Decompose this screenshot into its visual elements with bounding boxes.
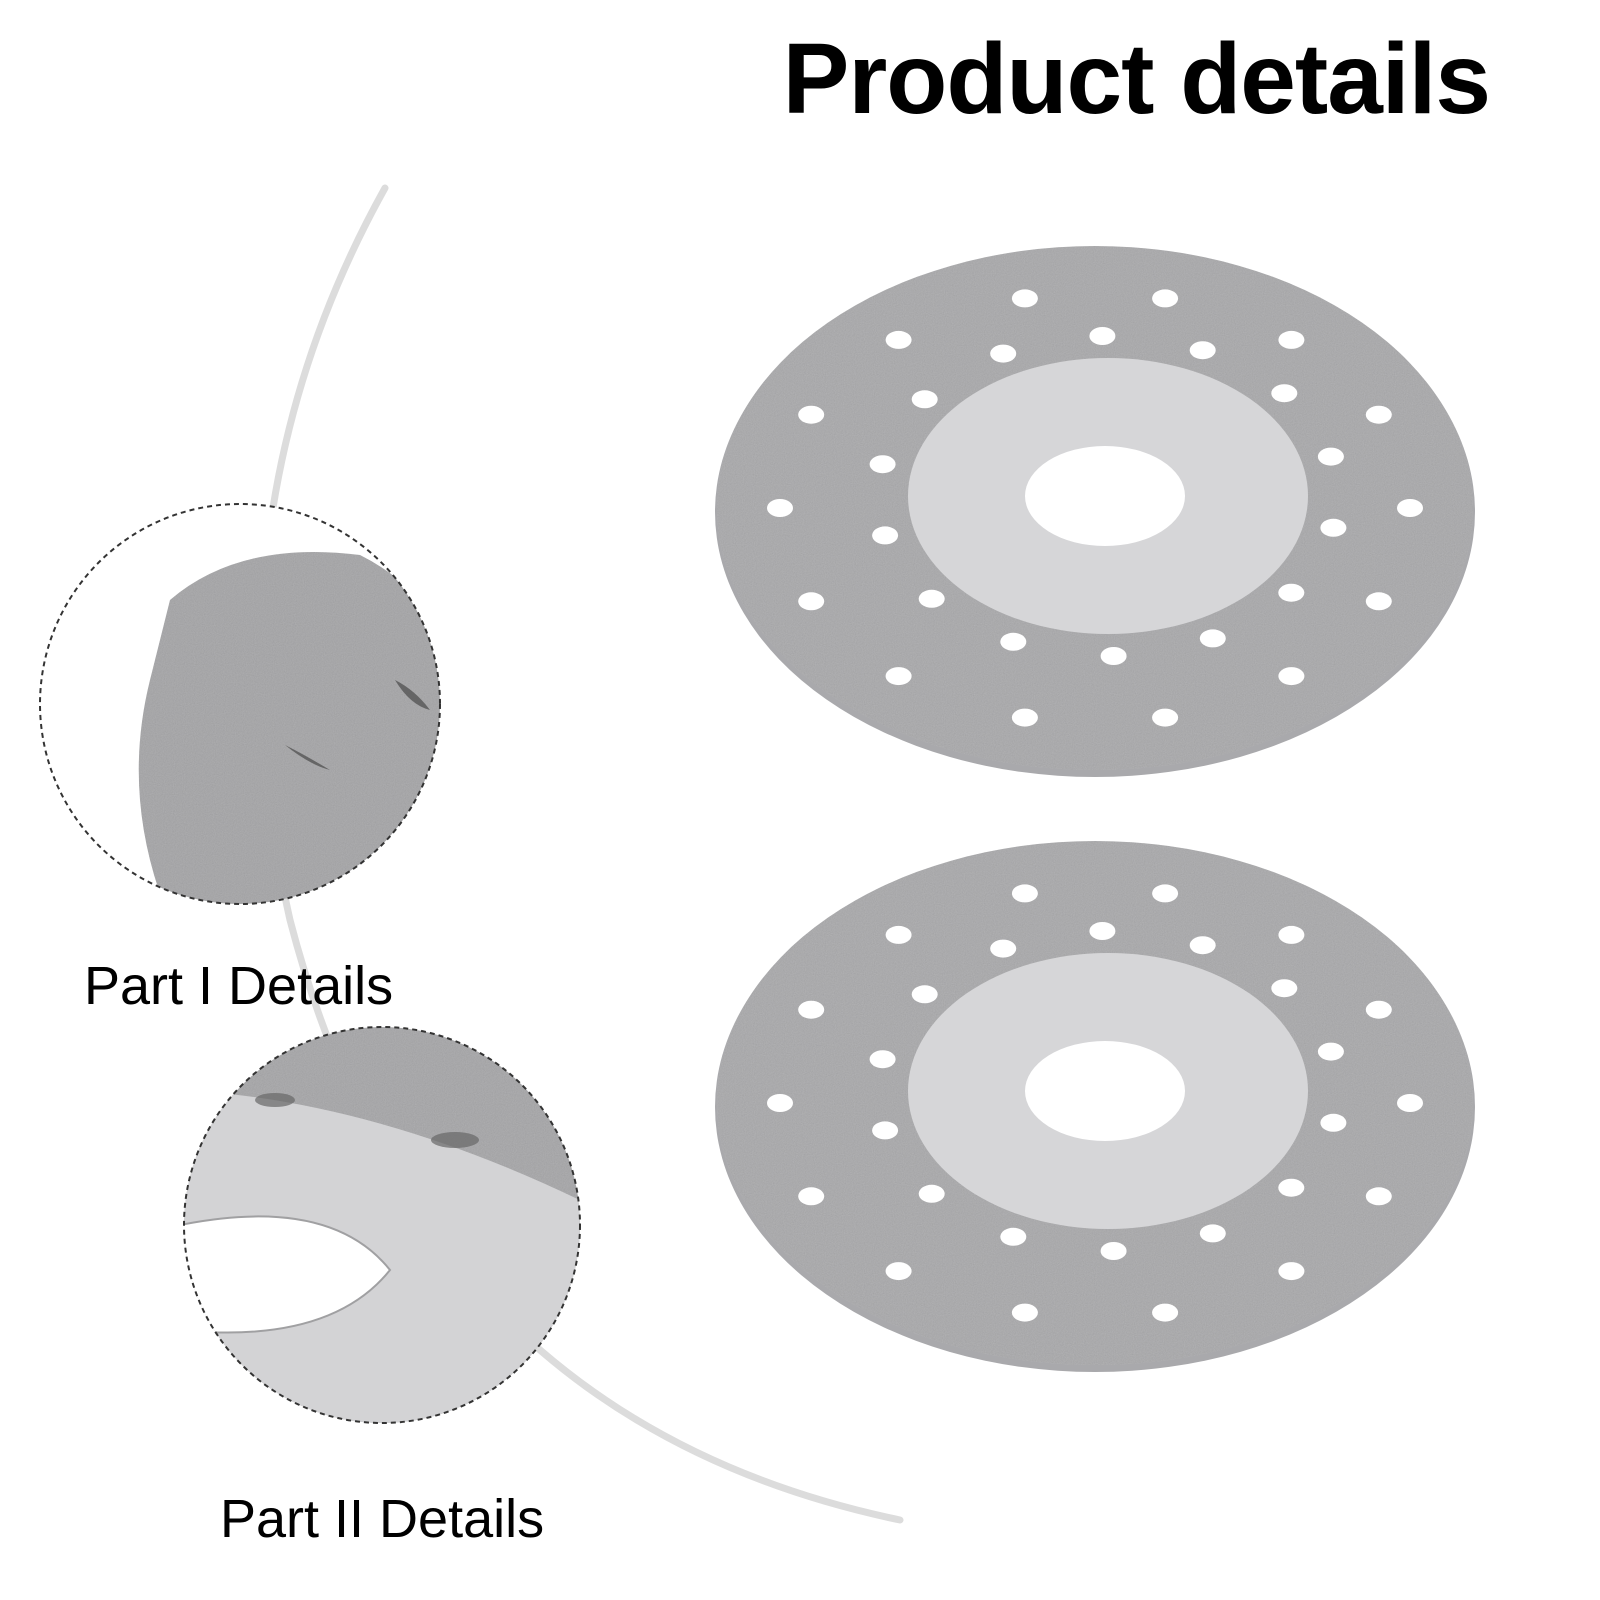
grinding-disc-2 (715, 841, 1475, 1372)
vent-hole (1011, 708, 1038, 727)
vent-hole (869, 455, 896, 474)
vent-hole (1365, 1187, 1392, 1206)
vent-hole (1365, 405, 1392, 424)
vent-hole (918, 589, 945, 608)
vent-hole (1100, 647, 1127, 665)
vent-hole (1278, 667, 1305, 686)
vent-hole (1320, 1113, 1347, 1132)
vent-hole (1152, 708, 1179, 727)
vent-hole (872, 1121, 899, 1140)
vent-hole (1011, 884, 1038, 903)
vent-hole (1278, 925, 1305, 944)
vent-hole (918, 1184, 945, 1203)
vent-hole (1152, 884, 1179, 903)
vent-hole (1271, 384, 1298, 403)
part-1-details-label: Part I Details (84, 956, 394, 1016)
vent-hole (1365, 592, 1392, 611)
vent-hole (1317, 1042, 1344, 1061)
vent-hole (1365, 1000, 1392, 1019)
vent-hole (872, 526, 899, 545)
vent-hole (1011, 289, 1038, 308)
zoom-circle-outline (183, 1026, 581, 1424)
vent-holes (767, 289, 1423, 727)
vent-hole (1152, 289, 1179, 308)
grinding-disc-1 (715, 246, 1475, 777)
vent-hole (911, 390, 938, 409)
vent-hole (1271, 979, 1298, 998)
vent-hole (798, 1187, 825, 1206)
vent-hole (885, 925, 912, 944)
vent-hole (1189, 341, 1216, 360)
vent-hole (1000, 632, 1027, 651)
vent-hole (1089, 922, 1116, 940)
zoom-detail-part-2 (183, 1026, 581, 1424)
vent-hole (1278, 330, 1305, 349)
vent-hole (885, 667, 912, 686)
vent-hole (798, 1000, 825, 1019)
vent-hole (885, 330, 912, 349)
vent-hole (767, 499, 793, 517)
vent-hole (1189, 936, 1216, 955)
vent-hole (1278, 1262, 1305, 1281)
vent-hole (1199, 629, 1226, 648)
zoom-detail-part-1 (39, 503, 441, 905)
vent-hole (798, 405, 825, 424)
vent-hole (869, 1050, 896, 1069)
part-2-details-label: Part II Details (220, 1489, 545, 1549)
vent-holes (767, 884, 1423, 1322)
vent-hole (767, 1094, 793, 1112)
center-hole (1025, 446, 1185, 546)
vent-hole (1397, 499, 1423, 517)
vent-hole (1199, 1224, 1226, 1243)
zoom-circle-outline (39, 503, 441, 905)
vent-hole (1100, 1242, 1127, 1260)
vent-hole (798, 592, 825, 611)
vent-hole (1278, 583, 1305, 602)
page-title: Product details (782, 23, 1491, 135)
vent-hole (990, 344, 1017, 363)
vent-hole (1397, 1094, 1423, 1112)
vent-hole (1000, 1227, 1027, 1246)
vent-hole (1152, 1303, 1179, 1322)
vent-hole (990, 939, 1017, 958)
vent-hole (1317, 447, 1344, 466)
vent-hole (911, 985, 938, 1004)
center-hole (1025, 1041, 1185, 1141)
vent-hole (1011, 1303, 1038, 1322)
background-arc (257, 184, 904, 1524)
vent-hole (1089, 327, 1116, 345)
vent-hole (885, 1262, 912, 1281)
vent-hole (1320, 518, 1347, 537)
vent-hole (1278, 1178, 1305, 1197)
